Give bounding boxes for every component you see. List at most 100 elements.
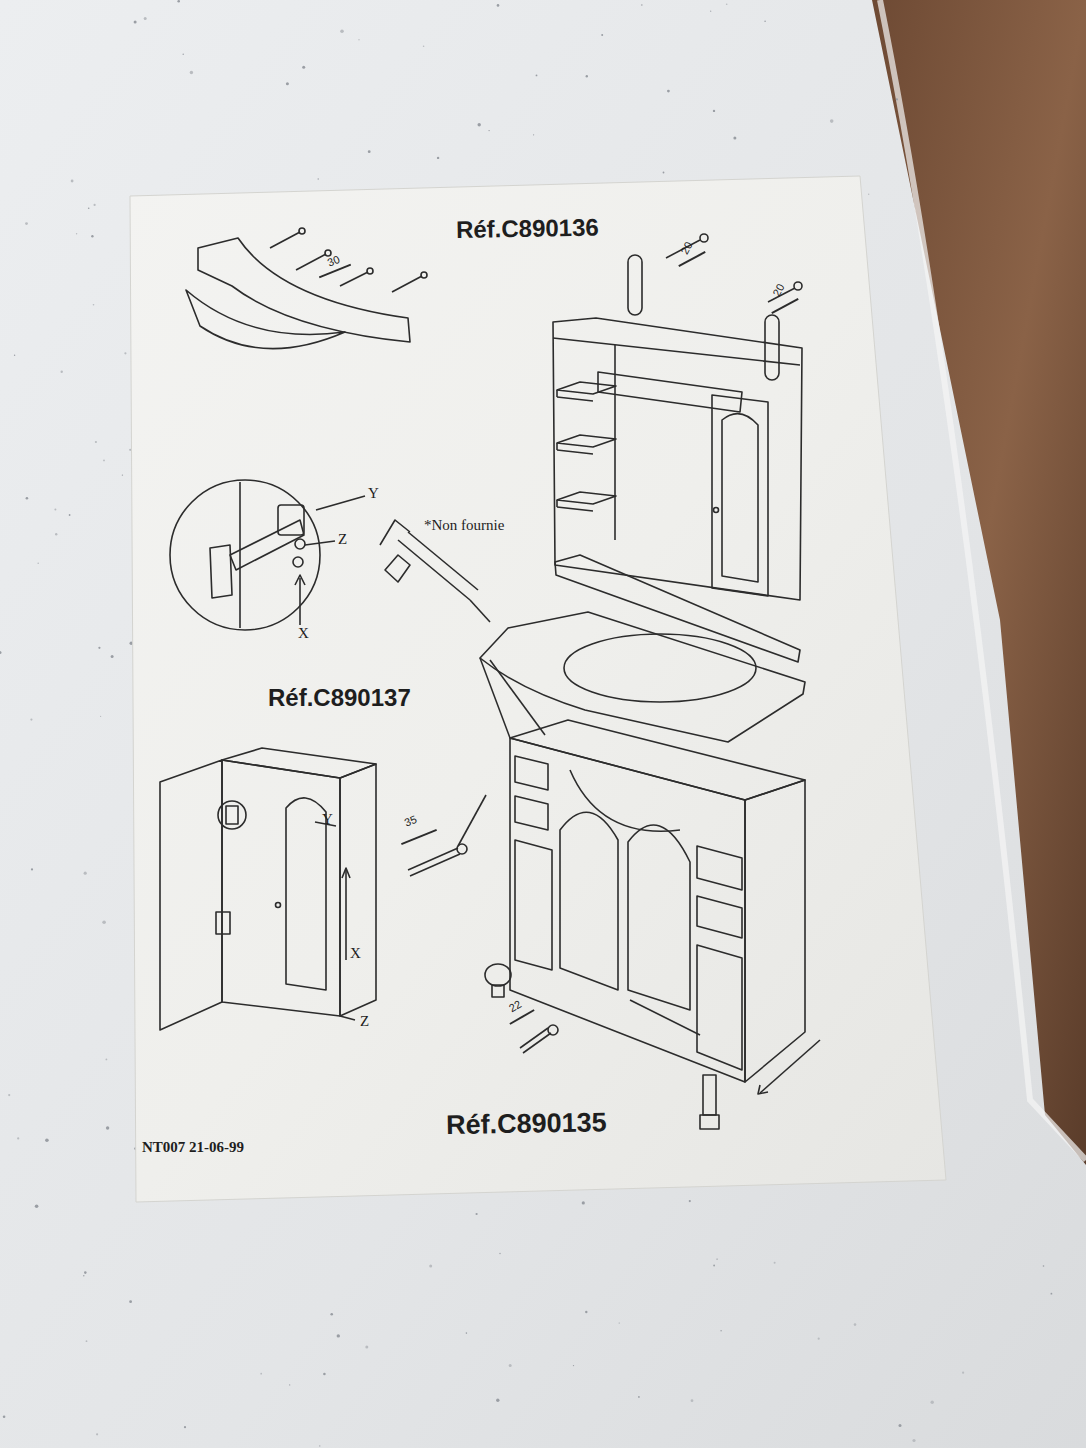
speckle	[96, 1433, 98, 1435]
speckle	[84, 1271, 87, 1274]
speckle	[144, 17, 147, 20]
speckle	[713, 1265, 715, 1267]
speckle	[476, 1213, 478, 1215]
speckle	[83, 1275, 84, 1276]
speckle	[122, 474, 123, 475]
speckle	[509, 1364, 512, 1367]
speckle	[429, 1265, 432, 1268]
speckle	[337, 1334, 340, 1337]
axis-letter: X	[298, 626, 309, 641]
speckle	[319, 1445, 320, 1446]
speckle	[95, 441, 97, 443]
speckle	[8, 1094, 10, 1096]
speckle	[14, 355, 15, 356]
speckle	[585, 1311, 587, 1313]
speckle	[533, 134, 534, 135]
speckle	[45, 1138, 49, 1142]
speckle	[358, 39, 359, 40]
speckle	[106, 1126, 109, 1129]
speckle	[868, 194, 869, 195]
speckle	[733, 137, 736, 140]
document-code: NT007 21-06-99	[142, 1140, 244, 1155]
speckle	[368, 150, 371, 153]
speckle	[641, 4, 643, 6]
speckle	[25, 222, 28, 225]
speckle	[499, 1253, 500, 1254]
speckle	[26, 497, 29, 500]
speckle	[619, 1322, 620, 1323]
speckle	[302, 66, 305, 69]
speckle	[102, 920, 106, 924]
speckle	[94, 204, 96, 206]
speckle	[764, 20, 766, 22]
speckle	[854, 1323, 857, 1326]
speckle	[962, 1372, 964, 1374]
speckle	[716, 1258, 718, 1260]
speckle	[124, 352, 126, 354]
speckle	[586, 75, 588, 77]
speckle	[710, 11, 711, 12]
reference-code: Réf.C890136	[456, 216, 599, 242]
speckle	[667, 90, 670, 93]
speckle	[774, 1262, 776, 1264]
reference-code: Réf.C890137	[268, 686, 411, 710]
speckle	[71, 180, 74, 183]
speckle	[638, 1396, 640, 1398]
speckle	[106, 1059, 108, 1061]
speckle	[1043, 1265, 1045, 1267]
speckle	[582, 1201, 585, 1204]
speckle	[720, 1330, 721, 1331]
dimension-marks	[319, 251, 799, 1025]
speckle	[93, 304, 95, 306]
note-text: *Non fournie	[424, 518, 504, 533]
speckle	[183, 54, 184, 55]
speckles	[0, 0, 1052, 1447]
assembly-drawing	[160, 228, 820, 1129]
speckle	[536, 75, 538, 77]
speckle	[330, 1313, 333, 1316]
speckle	[488, 130, 489, 131]
speckle	[88, 208, 90, 210]
speckle	[129, 1300, 132, 1303]
axis-letter: Z	[360, 1014, 369, 1029]
axis-letter: Y	[368, 486, 379, 501]
speckle	[896, 98, 898, 100]
reference-code: Réf.C890135	[446, 1109, 607, 1139]
speckle	[91, 235, 93, 237]
speckle	[713, 110, 715, 112]
speckle	[37, 563, 39, 565]
speckle	[689, 1200, 691, 1202]
speckle	[931, 1401, 934, 1404]
speckle	[323, 1373, 326, 1376]
speckle	[466, 1332, 468, 1334]
speckle	[726, 3, 728, 5]
speckle	[365, 1346, 368, 1349]
speckle	[111, 655, 114, 658]
speckle	[691, 1399, 694, 1402]
speckle	[61, 371, 63, 373]
speckle	[190, 71, 193, 74]
speckle	[496, 1399, 499, 1402]
speckle	[86, 1340, 88, 1342]
speckle	[17, 1137, 19, 1139]
speckle	[100, 716, 101, 717]
axis-letter: Y	[322, 812, 333, 827]
speckle	[184, 1426, 186, 1428]
speckle	[497, 4, 500, 7]
speckle	[3, 1416, 6, 1419]
speckle	[340, 30, 344, 34]
speckle	[84, 872, 87, 875]
axis-letter: Z	[338, 532, 347, 547]
speckle	[286, 82, 289, 85]
axis-letter: X	[350, 946, 361, 961]
speckle	[663, 172, 665, 174]
speckle	[1051, 1293, 1053, 1295]
speckle	[573, 1365, 574, 1366]
paper-sheet	[130, 176, 946, 1202]
speckle	[177, 0, 180, 3]
speckle	[601, 34, 603, 36]
speckle	[830, 119, 834, 123]
speckle	[31, 868, 33, 870]
speckle	[30, 719, 32, 721]
